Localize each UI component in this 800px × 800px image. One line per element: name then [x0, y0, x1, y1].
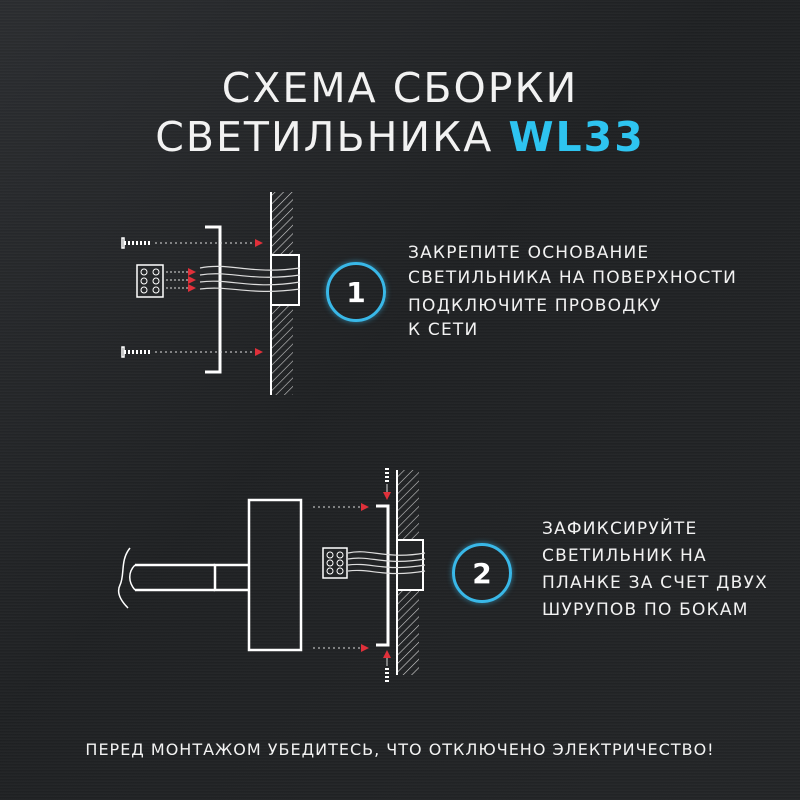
wires-1 [199, 265, 301, 292]
step-1-line-2: СВЕТИЛЬНИКА НА ПОВЕРХНОСТИ [408, 268, 738, 288]
step-1-line-1: ЗАКРЕПИТЕ ОСНОВАНИЕ [408, 243, 650, 263]
step-2-line-2: СВЕТИЛЬНИК НА [542, 546, 707, 566]
screw-top-1 [121, 237, 150, 249]
step-1-line-3: ПОДКЛЮЧИТЕ ПРОВОДКУ [408, 296, 662, 316]
terminal-block-1 [136, 264, 164, 298]
safety-warning: ПЕРЕД МОНТАЖОМ УБЕДИТЕСЬ, ЧТО ОТКЛЮЧЕНО … [85, 740, 715, 759]
step-2-badge: 2 [452, 543, 512, 603]
luminaire-body [117, 498, 303, 652]
screw-bottom-1 [121, 346, 150, 358]
title-line-2: СВЕТИЛЬНИКА WL33 [0, 117, 800, 158]
model-name: WL33 [508, 113, 645, 161]
step-2-number: 2 [472, 556, 492, 590]
step-2-line-4: ШУРУПОВ ПО БОКАМ [542, 600, 749, 620]
step-2-line-3: ПЛАНКЕ ЗА СЧЕТ ДВУХ [542, 573, 768, 593]
wires-2 [347, 551, 426, 575]
mounting-plate-2 [376, 504, 390, 647]
terminal-block-2 [322, 547, 348, 579]
mounting-plate-1 [205, 225, 222, 374]
step-1-line-4: К СЕТИ [408, 320, 479, 340]
title-line-1: СХЕМА СБОРКИ [221, 64, 579, 112]
step-1-badge: 1 [326, 262, 386, 322]
wall-hatch-1 [270, 192, 300, 395]
title-prefix: СВЕТИЛЬНИКА [155, 113, 494, 161]
step-2-line-1: ЗАФИКСИРУЙТЕ [542, 519, 698, 539]
step-1-number: 1 [346, 275, 366, 309]
wall-hatch-2 [396, 470, 424, 675]
